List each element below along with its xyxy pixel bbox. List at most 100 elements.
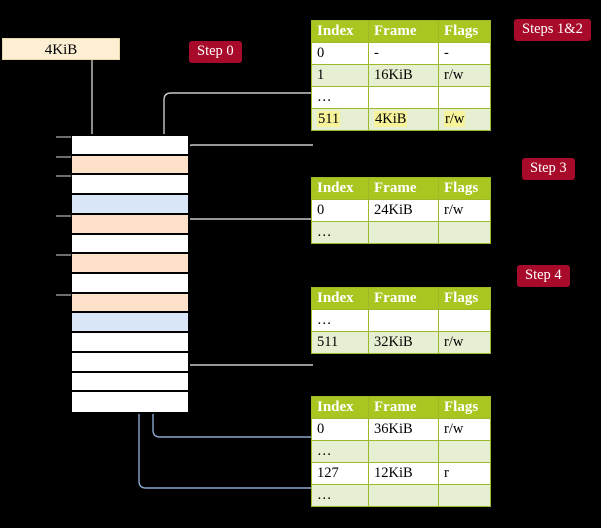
memory-frame-2 [72,175,188,196]
wire-table4-row127 [138,218,313,489]
cell-index: … [311,440,369,463]
column-header-index: Index [311,20,369,43]
cell-frame [368,309,439,332]
wire-frame-to-table1-row511 [185,144,313,164]
highlighted-value: 511 [317,111,341,127]
wire-table1-row1 [163,92,311,218]
cell-frame [368,484,439,507]
memory-frame-tick-4 [56,214,71,217]
column-header-flags: Flags [438,20,491,43]
memory-frame-4 [72,214,188,235]
column-header-flags: Flags [438,177,491,200]
cell-index: 127 [311,462,369,485]
memory-frame-0 [72,136,188,156]
column-header-index: Index [311,177,369,200]
cell-frame [368,86,439,109]
column-header-index: Index [311,396,369,419]
cell-flags [438,221,491,244]
cell-flags: - [438,42,491,65]
source-frame-box: 4KiB [2,38,120,60]
badge-step-0: Step 0 [189,41,242,63]
cell-frame: 4KiB [368,108,439,131]
wire-table4-row0 [152,330,313,438]
column-header-index: Index [311,287,369,310]
cell-index: … [311,86,369,109]
memory-frame-tick-0 [56,136,71,138]
highlighted-value: r/w [444,111,466,127]
memory-frame-7 [72,274,188,294]
cell-flags: r/w [438,199,491,222]
cell-flags [438,440,491,463]
cell-frame: 32KiB [368,331,439,354]
cell-flags [438,309,491,332]
column-header-flags: Flags [438,396,491,419]
memory-frame-tick-6 [56,254,71,257]
badge-step-4: Step 4 [517,265,570,287]
table-row: … [311,440,491,463]
highlighted-value: 4KiB [374,111,408,127]
cell-index: … [311,309,369,332]
table-row: … [311,309,491,332]
cell-index: 0 [311,199,369,222]
cell-flags [438,484,491,507]
cell-frame [368,440,439,463]
memory-frame-tick-8 [56,293,71,296]
column-header-frame: Frame [368,20,439,43]
memory-frame-5 [72,234,188,255]
table-row: … [311,86,491,109]
cell-flags: r/w [438,64,491,87]
cell-flags: r/w [438,108,491,131]
cell-index: 1 [311,64,369,87]
memory-frame-10 [72,333,188,353]
cell-flags: r [438,462,491,485]
table-row: … [311,484,491,507]
table-row: 511 4KiB r/w [311,108,491,131]
wire-frame-to-table3-row511 [178,322,313,366]
badge-step-3: Step 3 [522,158,575,180]
wire-table2-row0 [178,218,311,252]
cell-flags: r/w [438,418,491,441]
memory-frame-tick-2 [56,175,71,178]
cell-frame: - [368,42,439,65]
memory-frame-11 [72,352,188,373]
cell-frame: 16KiB [368,64,439,87]
physical-memory-column [70,134,190,414]
cell-frame: 36KiB [368,418,439,441]
cell-index: 511 [311,108,369,131]
cell-frame [368,221,439,244]
cell-index: 0 [311,418,369,441]
cell-index: 0 [311,42,369,65]
memory-frame-6 [72,254,188,274]
column-header-frame: Frame [368,287,439,310]
badge-steps-1-2: Steps 1&2 [514,19,591,41]
memory-frame-8 [72,293,188,314]
memory-frame-1 [72,155,188,176]
column-header-flags: Flags [438,287,491,310]
cell-flags: r/w [438,331,491,354]
cell-index: … [311,484,369,507]
cell-index: … [311,221,369,244]
memory-frame-9 [72,313,188,334]
cell-frame: 24KiB [368,199,439,222]
column-header-frame: Frame [368,396,439,419]
table-row: … [311,221,491,244]
memory-frame-13 [72,392,188,412]
cell-flags [438,86,491,109]
cell-frame: 12KiB [368,462,439,485]
cell-index: 511 [311,331,369,354]
memory-frame-12 [72,372,188,393]
memory-frame-3 [72,195,188,215]
